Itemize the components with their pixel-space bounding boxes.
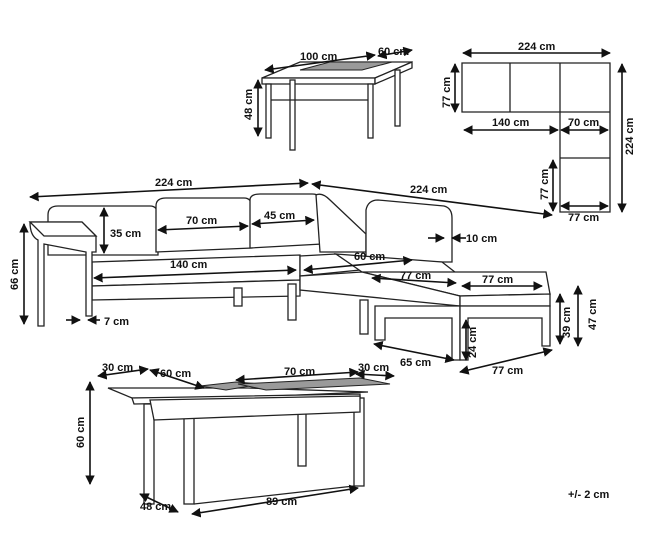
sofa-total-height-label: 66 cm [9, 259, 21, 290]
sofa-width-left-arrow [29, 178, 309, 202]
table-60-arrow [149, 368, 205, 390]
tolerance-note: +/- 2 cm [568, 489, 609, 501]
plan-total-right-label: 224 cm [624, 117, 636, 155]
sofa-60-arrow [303, 256, 413, 274]
plan-corner-77b-label: 77 cm [568, 212, 599, 224]
ottoman-65-label: 65 cm [400, 357, 431, 369]
sofa-seat-140-label: 140 cm [170, 259, 208, 271]
plan-seat-140-label: 140 cm [492, 117, 530, 129]
plan-view-drawing [461, 62, 611, 213]
ottoman-total-height-label: 47 cm [587, 299, 599, 330]
plan-height-left-label: 77 cm [441, 77, 453, 108]
sofa-width-right-label: 224 cm [410, 184, 448, 196]
sofa-leg-label: 7 cm [104, 316, 129, 328]
table-48-label: 48 cm [140, 501, 171, 513]
table-60-label: 60 cm [160, 368, 191, 380]
sofa-cushion-45-arrow [251, 215, 315, 229]
ottoman-77-arrow [459, 347, 553, 375]
table-30a-label: 30 cm [102, 362, 133, 374]
ottoman-seat-height-label: 39 cm [561, 307, 573, 338]
table-89-label: 89 cm [266, 496, 297, 508]
plan-corner-77a-label: 77 cm [539, 169, 551, 200]
small-table-drawing [261, 61, 413, 151]
sofa-60-label: 60 cm [354, 251, 385, 263]
sofa-back-height-label: 35 cm [110, 228, 141, 240]
table-70-arrow [235, 367, 359, 385]
table-top-width-arrow [264, 51, 376, 74]
table-30b-arrow [355, 369, 395, 381]
sofa-width-left-label: 224 cm [155, 177, 193, 189]
sofa-armrest-label: 10 cm [466, 233, 497, 245]
plan-seat-70-label: 70 cm [568, 117, 599, 129]
sofa-77b-label: 77 cm [482, 274, 513, 286]
table-89-arrow [191, 484, 359, 518]
extendable-table-drawing [107, 377, 391, 505]
sofa-cushion-45-label: 45 cm [264, 210, 295, 222]
table-top-depth-arrow [377, 46, 413, 60]
ottoman-24-label: 24 cm [467, 327, 479, 358]
table-top-height-label: 48 cm [243, 89, 255, 120]
plan-total-width-label: 224 cm [518, 41, 556, 53]
sofa-77a-label: 77 cm [400, 270, 431, 282]
sofa-cushion-70-arrow [157, 221, 249, 235]
table-48-arrow [139, 493, 179, 513]
table-top-width-label: 100 cm [300, 51, 338, 63]
ottoman-65-arrow [373, 340, 455, 364]
table-top-depth-label: 60 cm [378, 46, 409, 58]
ottoman-77-label: 77 cm [492, 365, 523, 377]
sofa-width-right-arrow [311, 180, 553, 219]
table-30b-label: 30 cm [358, 362, 389, 374]
sofa-seat-140-arrow [93, 265, 297, 283]
table-height-label: 60 cm [75, 417, 87, 448]
sofa-cushion-70-label: 70 cm [186, 215, 217, 227]
table-70-label: 70 cm [284, 366, 315, 378]
table-30a-arrow [97, 365, 149, 380]
sofa-77a-arrow [371, 273, 457, 288]
